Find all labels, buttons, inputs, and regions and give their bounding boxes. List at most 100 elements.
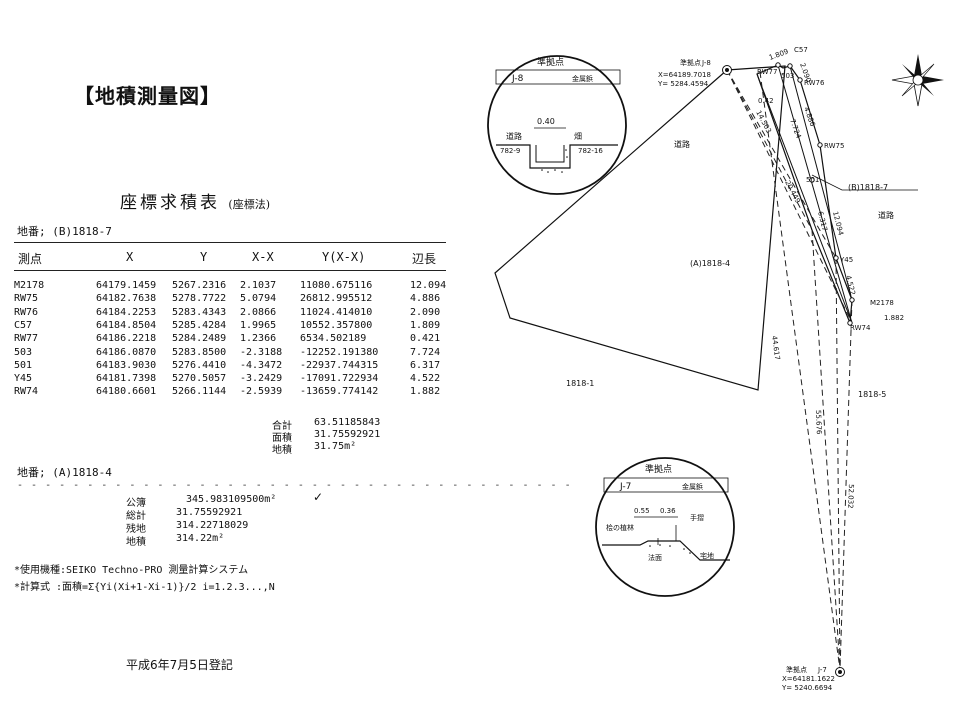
table-cell-xx: -2.3188 xyxy=(240,346,283,358)
dim-12094: 12.094 xyxy=(831,211,845,237)
table-cell-y: 5284.2489 xyxy=(172,333,227,345)
table-cell-xx: 1.9965 xyxy=(240,319,277,331)
table-cell-x: 64184.2253 xyxy=(96,306,157,318)
table-header-rule xyxy=(14,270,446,271)
col-header-yxx: Y(X-X) xyxy=(322,250,366,264)
col-header-x: X xyxy=(126,250,134,264)
table-cell-point: RW76 xyxy=(14,306,39,318)
table-cell-length: 7.724 xyxy=(410,346,441,358)
table-top-rule xyxy=(14,242,446,243)
j7-y: Y= 5240.6694 xyxy=(781,684,833,692)
detail-j7-residential: 宅地 xyxy=(700,551,714,560)
table-cell-yxx: 11080.675116 xyxy=(300,280,373,291)
lot-a-row-label: 地積 xyxy=(126,537,146,548)
lot-a-row-label: 公簿 xyxy=(126,498,146,509)
detail-j7-w2: 0.36 xyxy=(660,507,676,515)
table-cell-point: 501 xyxy=(14,359,33,371)
table-cell-x: 64186.0870 xyxy=(96,346,157,358)
table-title: 座標求積表 (座標法) xyxy=(120,188,270,213)
point-labels: 準拠点 J-8 X=64189.7018 Y= 5284.4594 RW77 5… xyxy=(657,46,894,692)
table-cell-xx: 2.1037 xyxy=(240,280,277,291)
p503-label: 503 xyxy=(781,72,794,80)
area-labels: 道路 道路 (A)1818-4 (B)1818-7 1818-1 1818-5 xyxy=(566,139,894,399)
detail-j7-type: 金属鋲 xyxy=(682,482,703,491)
table-cell-y: 5283.8500 xyxy=(172,346,227,358)
table-cell-xx: 1.2366 xyxy=(240,333,277,345)
registration-date: 平成6年7月5日登記 xyxy=(126,658,233,672)
table-cell-x: 64180.6601 xyxy=(96,386,157,398)
radiation-lines xyxy=(726,69,853,671)
lot-a-row-label: 総計 xyxy=(126,511,146,522)
p501-label: 501 xyxy=(806,176,819,184)
lot-a-divider: - - - - - - - - - - - - - - - - - - - - … xyxy=(17,480,572,491)
table-cell-x: 64182.7638 xyxy=(96,293,157,305)
j7-name: J-7 xyxy=(817,666,827,674)
table-cell-length: 2.090 xyxy=(410,306,441,318)
table-cell-length: 12.094 xyxy=(410,280,447,291)
table-cell-yxx: -22937.744315 xyxy=(300,359,379,371)
detail-j8-right-lot: 782-16 xyxy=(578,147,603,155)
table-cell-y: 5278.7722 xyxy=(172,293,227,305)
lot-a-row-value: 314.22718029 xyxy=(176,520,249,531)
rw75-label: RW75 xyxy=(824,142,844,150)
lot-a-row-label: 残地 xyxy=(126,524,146,535)
j8-x: X=64189.7018 xyxy=(658,71,711,79)
page-title: 【地積測量図】 xyxy=(74,84,221,108)
table-cell-y: 5276.4410 xyxy=(172,359,227,371)
dimension-labels: 1.809 2.090 0.42 4.886 7.724 14.503 20.4… xyxy=(754,48,904,509)
total-label: 合計 xyxy=(272,421,292,432)
table-cell-xx: -2.5939 xyxy=(240,386,283,398)
dim-4886: 4.886 xyxy=(802,106,817,128)
detail-j7-name: J-7 xyxy=(619,482,631,492)
dim-7724: 7.724 xyxy=(788,118,803,140)
table-cell-length: 6.317 xyxy=(410,359,441,371)
table-cell-x: 64179.1459 xyxy=(96,280,157,291)
lot-1818-5-label: 1818-5 xyxy=(858,390,886,399)
total-value: 31.75m² xyxy=(314,441,357,452)
table-cell-y: 5283.4343 xyxy=(172,306,227,318)
table-cell-y: 5285.4284 xyxy=(172,319,227,331)
total-label: 地積 xyxy=(272,445,292,456)
detail-j8-left-lot: 782-9 xyxy=(500,147,520,155)
detail-j8-left-label: 道路 xyxy=(506,131,522,141)
dim-55676: 55.676 xyxy=(814,410,823,435)
table-cell-point: M2178 xyxy=(14,280,45,291)
road-top-label: 道路 xyxy=(674,139,690,149)
y45-label: Y45 xyxy=(839,256,853,264)
dim-44617: 44.617 xyxy=(770,335,781,360)
detail-j8-width: 0.40 xyxy=(537,117,555,126)
c57-label: C57 xyxy=(794,46,808,54)
rw77-label: RW77 xyxy=(757,68,777,76)
rw74-label: RW74 xyxy=(850,324,871,332)
table-cell-length: 1.882 xyxy=(410,386,441,398)
m2178-label: M2178 xyxy=(870,299,894,307)
table-cell-point: 503 xyxy=(14,346,33,358)
table-cell-x: 64183.9030 xyxy=(96,359,157,371)
detail-j8-right-label: 畑 xyxy=(574,132,582,141)
lot-a-label: 地番; (A)1818-4 xyxy=(17,466,112,479)
detail-j7-title: 準拠点 xyxy=(645,463,672,475)
lot-1818-1-label: 1818-1 xyxy=(566,379,594,388)
j7-title: 準拠点 xyxy=(786,665,807,674)
table-cell-xx: -4.3472 xyxy=(240,359,283,371)
dim-14503: 14.503 xyxy=(754,109,773,134)
total-value: 63.51185843 xyxy=(314,417,381,428)
j8-y: Y= 5284.4594 xyxy=(657,80,709,88)
detail-j8: 準拠点 J-8 金属鋲 0.40 道路 畑 782-9 782-16 xyxy=(487,55,627,195)
detail-j7-slope: 法面 xyxy=(648,553,662,562)
table-cell-point: RW74 xyxy=(14,386,39,398)
table-cell-y: 5266.1144 xyxy=(172,386,227,398)
table-cell-xx: 5.0794 xyxy=(240,293,277,305)
table-cell-y: 5267.2316 xyxy=(172,280,227,291)
road-right-label: 道路 xyxy=(878,210,894,220)
table-cell-yxx: 11024.414010 xyxy=(300,306,373,318)
table-cell-yxx: -17091.722934 xyxy=(300,373,379,385)
table-cell-xx: -3.2429 xyxy=(240,373,283,385)
col-header-xx: X-X xyxy=(252,250,274,264)
rw76-label: RW76 xyxy=(804,79,825,87)
table-cell-yxx: -12252.191380 xyxy=(300,346,379,358)
table-cell-xx: 2.0866 xyxy=(240,306,277,318)
detail-j8-name: J-8 xyxy=(511,74,524,84)
total-value: 31.75592921 xyxy=(314,429,381,440)
